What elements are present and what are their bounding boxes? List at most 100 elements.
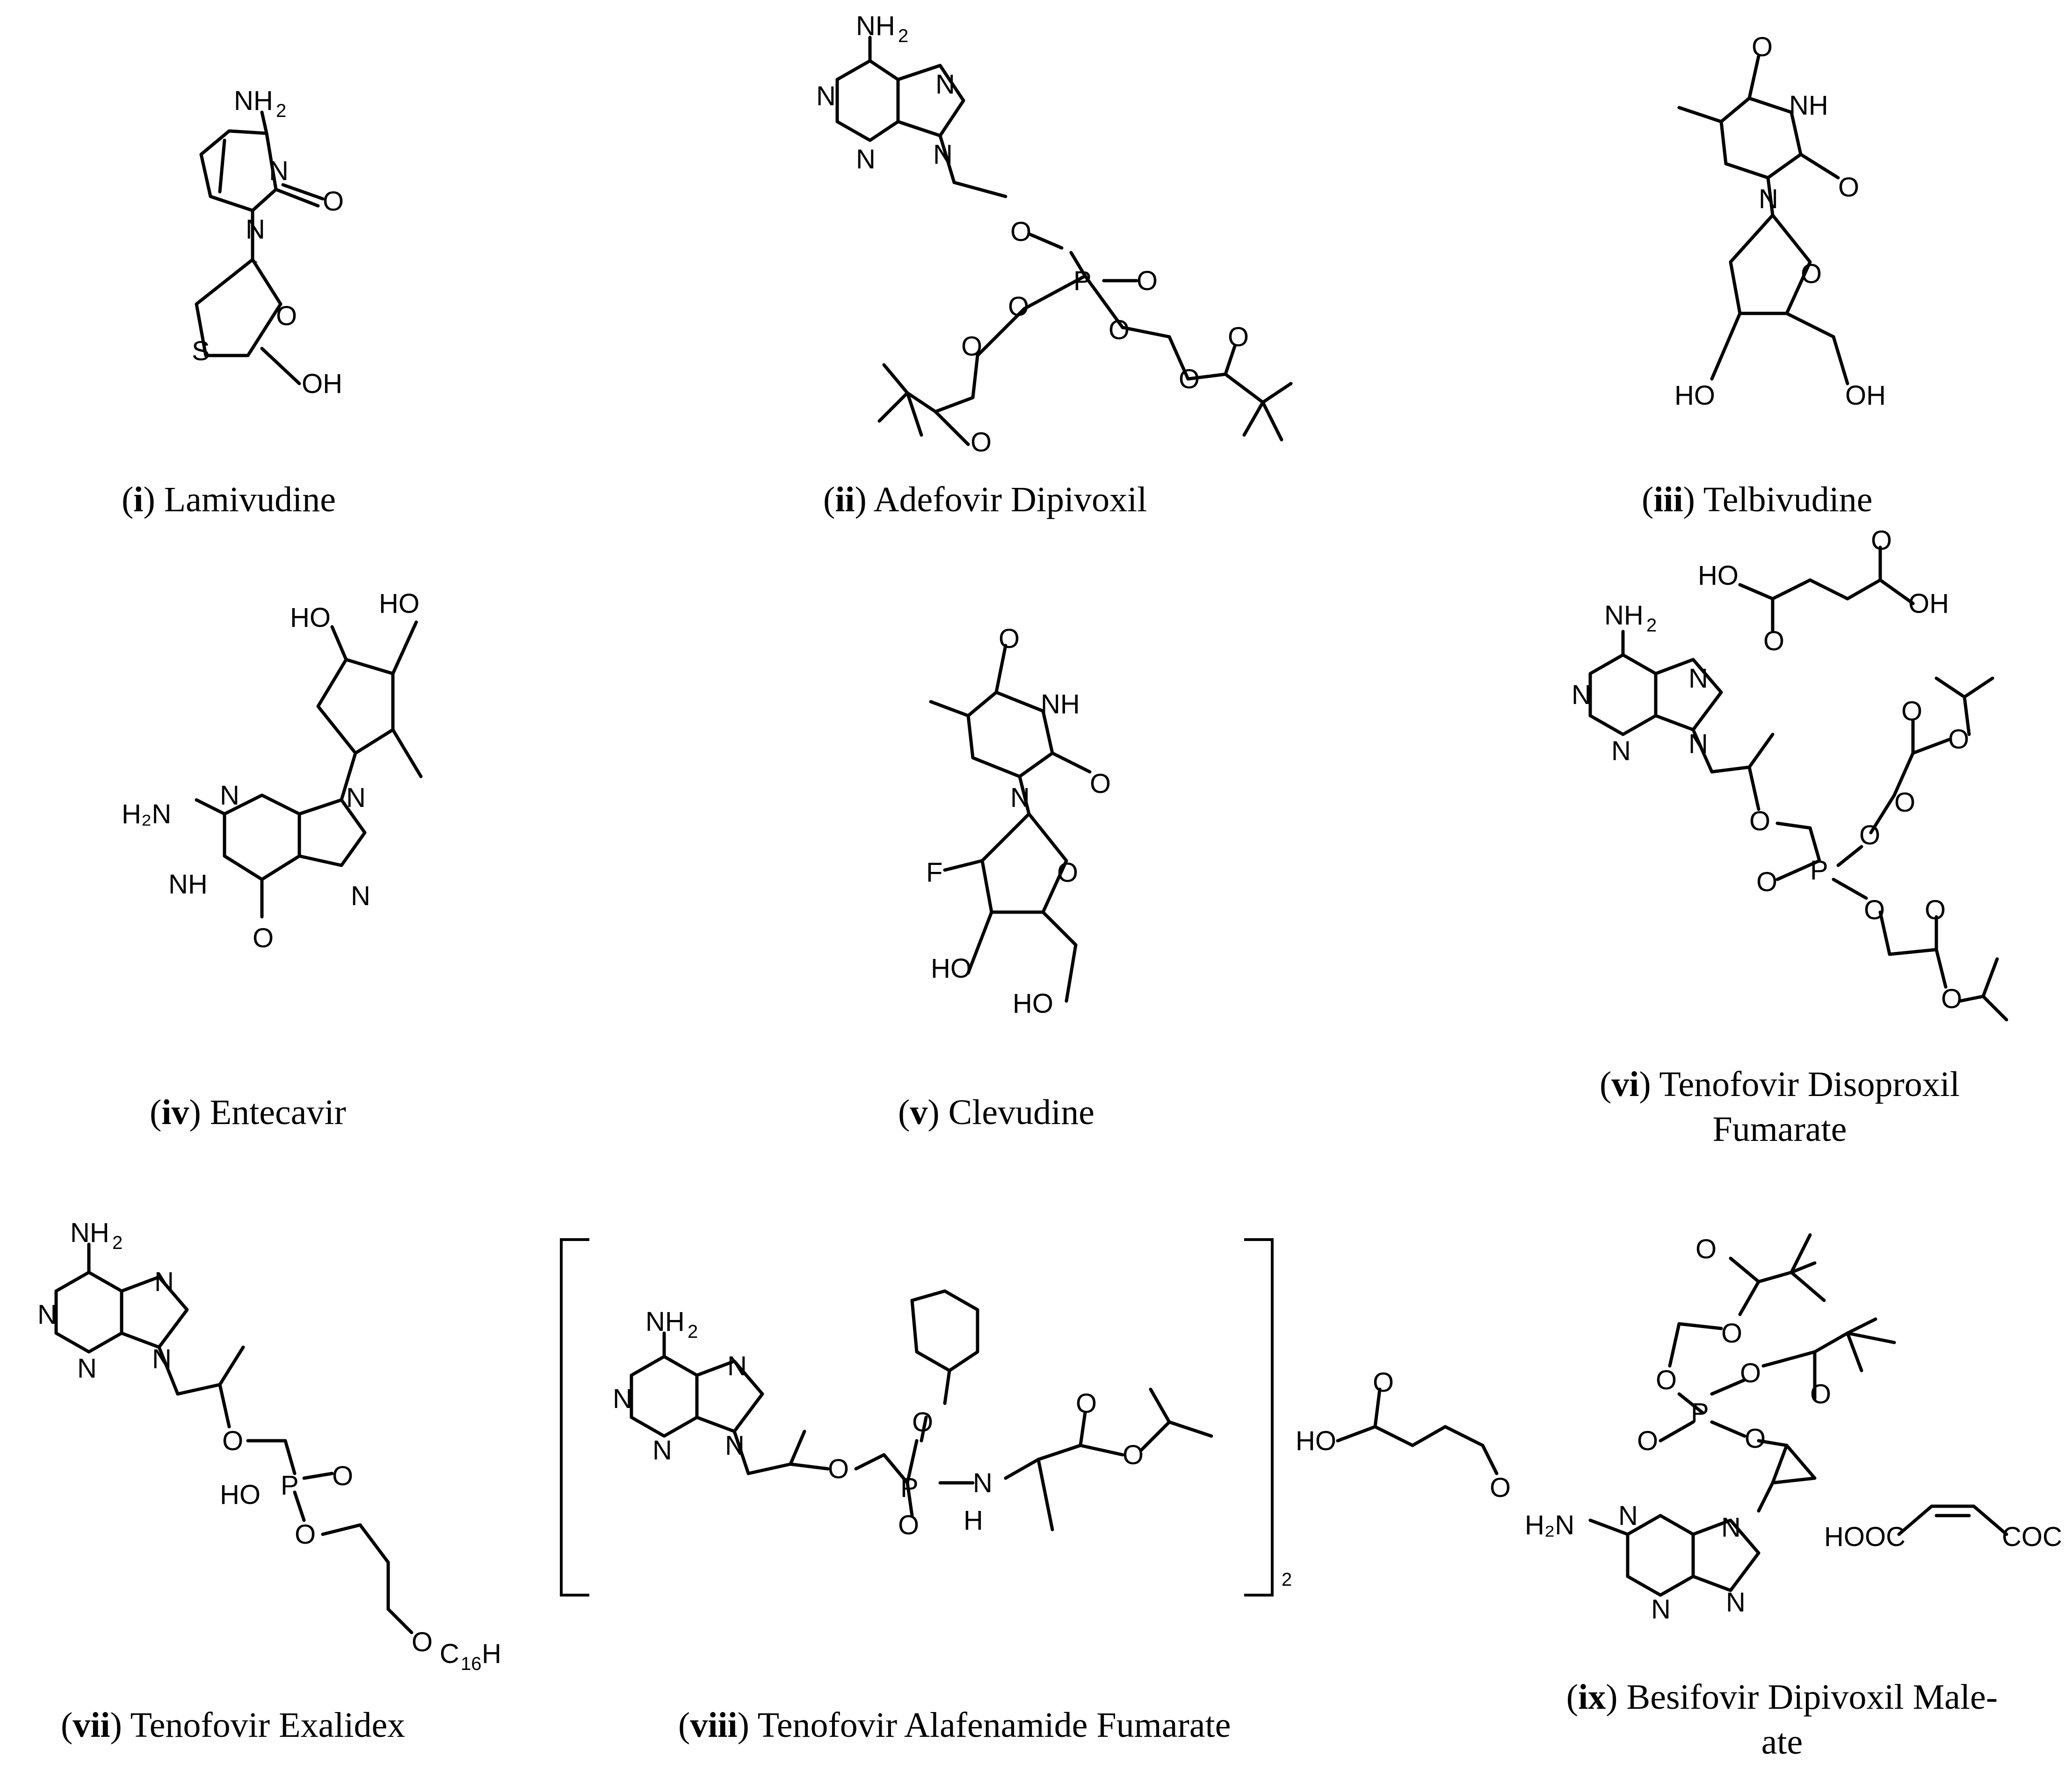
atom-label: NH xyxy=(1604,600,1644,631)
atom-label: N xyxy=(1572,680,1591,710)
atom-label: O xyxy=(999,624,1020,654)
atom-label: S xyxy=(192,336,210,366)
left-bracket xyxy=(560,1238,589,1597)
atom-label: NH xyxy=(234,86,273,116)
atom-label: O xyxy=(332,1461,353,1491)
right-bracket xyxy=(1244,1238,1274,1597)
atom-label: O xyxy=(1763,626,1784,656)
atom-label: O xyxy=(276,301,297,331)
atom-label: O xyxy=(295,1519,316,1550)
atom-label: N xyxy=(152,1344,172,1374)
atom-label: N xyxy=(1651,1594,1671,1625)
atom-label: O xyxy=(253,923,274,953)
labels-tenofovir-alafenamide: NH 2 N N N N O O P O N H O O 2 HO O O xyxy=(613,1306,1511,1590)
atom-subscript: 2 xyxy=(898,26,908,46)
atom-label: O xyxy=(1948,724,1969,755)
atom-label: O xyxy=(1695,1234,1717,1264)
structure-tenofovir-disoproxil-fumarate xyxy=(1588,545,2008,1022)
atom-label: H xyxy=(964,1505,983,1536)
atom-label: P xyxy=(1691,1398,1709,1428)
structure-lamivudine xyxy=(195,110,325,385)
atom-label: O xyxy=(1123,1440,1144,1470)
atom-label: O xyxy=(1871,525,1892,556)
caption-iv: (iv) Entecavir xyxy=(150,1093,346,1132)
atom-label: O xyxy=(323,186,344,217)
labels-adefovir: NH 2 N N N N O P O O O O O O O xyxy=(816,11,1249,457)
atom-label: N xyxy=(1721,1512,1741,1543)
atom-label: HO xyxy=(931,953,971,984)
atom-label: N xyxy=(346,783,366,813)
atom-label: O xyxy=(1108,315,1130,345)
atom-label: H₂N xyxy=(122,799,171,829)
atom-label: O xyxy=(1057,857,1078,888)
caption-ix: (ix) Besifovir Dipivoxil Male-ate xyxy=(1566,1677,1998,1762)
atom-label: HO xyxy=(1674,380,1715,411)
atom-label: N xyxy=(220,780,239,811)
atom-label: O xyxy=(1745,1423,1766,1454)
atom-label: O xyxy=(898,1510,919,1540)
atom-label: F xyxy=(926,857,942,888)
structure-besifovir-dipivoxil-maleate xyxy=(1588,1233,2008,1597)
atom-subscript: 2 xyxy=(1646,615,1657,636)
atom-label: O xyxy=(971,427,992,457)
atom-label: O xyxy=(1864,895,1885,925)
atom-label: O xyxy=(1179,364,1200,394)
atom-label: O xyxy=(1373,1367,1394,1398)
atom-label: N xyxy=(1618,1501,1638,1531)
atom-label: HO xyxy=(220,1480,261,1510)
caption-viii: (viii) Tenofovir Alafenamide Fumarate xyxy=(678,1705,1231,1745)
atom-label: O xyxy=(222,1426,243,1456)
atom-label: NH xyxy=(70,1218,109,1248)
atom-label: O xyxy=(1228,322,1249,352)
atom-label: N xyxy=(37,1299,57,1330)
labels-tenofovir-exalidex: NH 2 N N N N O P O HO O O C 16 H xyxy=(37,1218,501,1674)
structure-clevudine xyxy=(929,644,1092,1003)
atom-label: P xyxy=(900,1473,919,1503)
atom-label: HOOC xyxy=(1824,1522,1905,1552)
atom-label: O xyxy=(961,331,982,362)
atom-label: O xyxy=(1637,1426,1658,1456)
atom-label: O xyxy=(1894,787,1915,818)
labels-entecavir: HO HO H₂N N NH N N O xyxy=(122,588,420,953)
atom-label: O xyxy=(1901,696,1922,726)
labels-besifovir: O O O O P O O O H₂N N N N N HOOC COC xyxy=(1525,1234,2062,1625)
atom-label: O xyxy=(1925,895,1946,925)
atom-label: O xyxy=(1721,1318,1742,1349)
atom-label: N xyxy=(1688,663,1708,694)
atom-subscript: 16 xyxy=(461,1654,482,1674)
caption-vii: (vii) Tenofovir Exalidex xyxy=(61,1705,406,1745)
atom-label: O xyxy=(1859,820,1880,850)
labels-clevudine: O NH O N O F HO HO xyxy=(926,624,1111,1019)
atom-label: N xyxy=(725,1430,745,1461)
atom-subscript: 2 xyxy=(112,1233,123,1253)
bracket-multiplier: 2 xyxy=(1282,1569,1292,1590)
atom-label: H xyxy=(482,1639,501,1669)
atom-label: N xyxy=(1759,184,1778,214)
labels-lamivudine: NH 2 N O N O S OH xyxy=(192,86,344,399)
atom-label: O xyxy=(1010,217,1031,247)
structure-entecavir xyxy=(195,620,423,919)
atom-label: O xyxy=(912,1407,933,1437)
atom-subscript: 2 xyxy=(688,1321,698,1342)
atom-label: O xyxy=(1090,769,1111,799)
atom-label: OH xyxy=(1908,588,1949,619)
atom-label: N xyxy=(1010,783,1030,813)
atom-label: NH xyxy=(645,1306,685,1337)
atom-label: N xyxy=(269,156,289,186)
atom-label: COC xyxy=(2002,1522,2062,1552)
atom-label: NH xyxy=(168,869,208,900)
atom-label: N xyxy=(856,144,876,174)
atom-label: N xyxy=(973,1468,993,1498)
atom-label: N xyxy=(1611,736,1631,766)
atom-label: N xyxy=(816,81,836,111)
atom-label: OH xyxy=(302,369,342,399)
atom-label: HO xyxy=(290,602,331,633)
atom-label: HO xyxy=(1698,560,1739,591)
atom-label: NH xyxy=(1789,90,1828,121)
atom-label: O xyxy=(1941,984,1962,1014)
caption-iii: (iii) Telbivudine xyxy=(1642,480,1873,519)
labels-telbivudine: O NH O N O HO OH xyxy=(1674,32,1886,411)
structure-tenofovir-exalidex xyxy=(54,1242,413,1634)
